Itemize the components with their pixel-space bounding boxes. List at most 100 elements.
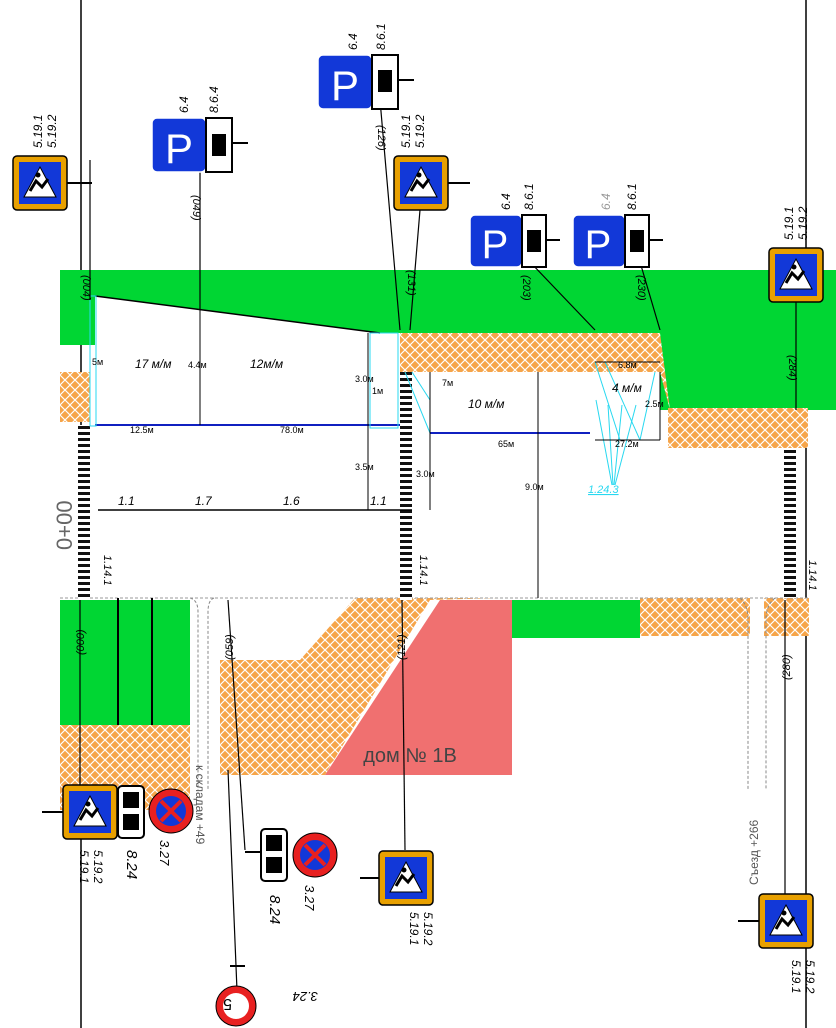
sign-code: 8.6.1: [374, 23, 388, 50]
sign-code: 8.24: [123, 850, 140, 879]
dimension: 27.2м: [615, 439, 639, 449]
paving-bottom-right: [764, 598, 809, 636]
dimension: 65м: [498, 439, 514, 449]
crossing-sign-icon: [11, 154, 69, 212]
marking-code: 1.1: [118, 494, 135, 508]
tow-plate-icon: [117, 785, 145, 839]
sign-code: 8.6.1: [625, 183, 639, 210]
marking-code: 1.1: [370, 494, 387, 508]
parking-capacity: 4 м/м: [612, 381, 642, 395]
chainage-mark: (126): [375, 125, 387, 151]
cyan-marking-label: 1.24.3: [588, 484, 619, 496]
dimension: 6.8м: [618, 360, 637, 370]
paving-top: [400, 333, 670, 410]
warehouse-exit-label: к складам +49: [193, 765, 207, 845]
crossing-right: [784, 448, 796, 598]
marking-label: 1.14.1: [101, 555, 113, 586]
speed-limit-sign-icon: [215, 985, 257, 1027]
svg-text:P: P: [165, 125, 193, 172]
dimension: 4.4м: [188, 360, 207, 370]
curb-left: [189, 597, 199, 790]
marking-code: 1.6: [283, 494, 300, 508]
sign-code: 5.19.2: [796, 206, 810, 240]
crossing-sign-icon: [61, 783, 119, 841]
building-label: дом № 1В: [363, 745, 457, 767]
paving-left-edge: [60, 372, 90, 422]
sign-code: 5.19.1: [782, 207, 796, 240]
dimension: 12.5м: [130, 425, 154, 435]
chainage-mark: (059): [224, 634, 236, 660]
chainage-mark: (000): [75, 629, 87, 655]
sign-code: 5.19.2: [45, 114, 59, 148]
chainage-mark: (004): [80, 275, 92, 301]
sign-code: 5.19.2: [413, 114, 427, 148]
marking-code: 1.7: [195, 494, 213, 508]
sign-code: 3.24: [293, 989, 318, 1004]
crossing-left: [78, 425, 90, 600]
parking-edge: [94, 295, 381, 334]
sign-code: 6.4: [177, 96, 191, 113]
chainage-label: 0+00: [52, 500, 77, 550]
sign-code: 5.19.1: [31, 115, 45, 148]
sign-code: 3.27: [302, 885, 317, 911]
parking-sign-icon: P: [469, 214, 547, 268]
dimension: 3.0м: [355, 374, 374, 384]
parking-sign-icon: P: [317, 54, 399, 110]
sign-code: 8.6.4: [207, 86, 221, 113]
curb-exit-left: [739, 597, 749, 790]
exit-label: Съезд +266: [747, 819, 761, 885]
chainage-mark: (203): [520, 275, 532, 301]
dimension: 7м: [442, 378, 453, 388]
chainage-mark: (284): [786, 355, 798, 381]
parking-sign-icon: P: [151, 117, 233, 173]
svg-text:P: P: [482, 223, 509, 267]
building: [325, 600, 512, 775]
tow-plate-icon: [260, 828, 288, 882]
cyan-marking: [89, 295, 656, 486]
crossing-sign-icon: [767, 246, 825, 304]
parking-capacity: 17 м/м: [135, 357, 171, 371]
dimension: 3.0м: [416, 469, 435, 479]
curb-exit-right: [765, 597, 776, 790]
dimension: 5м: [92, 357, 103, 367]
sign-code: 5.19.2: [421, 912, 435, 946]
sign-code: 6.4: [499, 193, 513, 210]
grass-bottom-mid: [505, 600, 640, 638]
marking-label: 1.14.1: [806, 560, 818, 591]
sign-code: 8.24: [266, 895, 283, 924]
sign-code: 6.4: [346, 33, 360, 50]
dimension: 1м: [372, 386, 383, 396]
crossing-sign-icon: [377, 849, 435, 907]
paving-bottom: [220, 598, 500, 775]
no-stopping-sign-icon: [291, 831, 339, 879]
parking-lot-left: [95, 296, 400, 425]
svg-text:P: P: [331, 62, 359, 109]
chainage-mark: (049): [190, 195, 202, 221]
speed-limit-value: 5: [223, 995, 232, 1012]
parking-sign-icon: P: [572, 214, 650, 268]
sign-code: 5.19.1: [407, 912, 421, 945]
parking-capacity: 10 м/м: [468, 397, 504, 411]
parking-capacity: 12м/м: [250, 357, 283, 371]
paving-bottom-mid: [640, 598, 750, 636]
crossing-mid: [400, 372, 412, 600]
dimension: 9.0м: [525, 482, 544, 492]
leader-lines: [79, 99, 797, 1016]
dimension: 3.5м: [355, 462, 374, 472]
crossing-sign-icon: [757, 892, 815, 950]
dimension-lines: [199, 310, 661, 598]
marking-label: 1.14.1: [417, 555, 429, 586]
svg-text:P: P: [585, 223, 612, 267]
curb-warehouse: [207, 597, 215, 790]
crossing-sign-icon: [392, 154, 450, 212]
chainage-mark: (280): [781, 654, 793, 680]
no-stopping-sign-icon: [147, 787, 195, 835]
chainage-mark: (230): [635, 275, 647, 301]
grass-bottom-left: [60, 600, 190, 725]
sign-code: 5.19.1: [789, 960, 803, 993]
sign-code: 5.19.1: [77, 850, 91, 883]
dimension: 2.5м: [645, 399, 664, 409]
sign-code: 5.19.2: [91, 850, 105, 884]
paving-right: [668, 408, 808, 448]
